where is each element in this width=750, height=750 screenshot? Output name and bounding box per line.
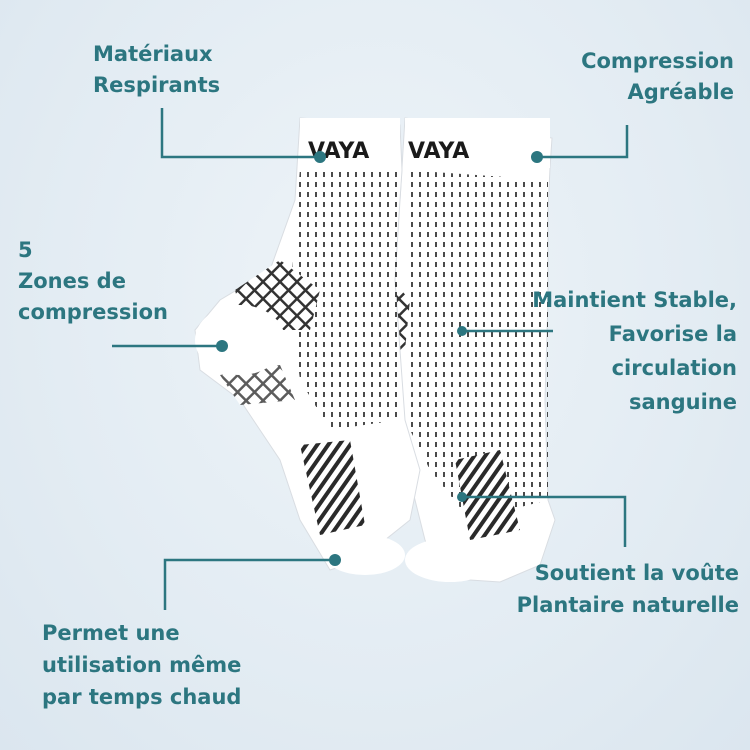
callout-top-left-line-2: Respirants [93,73,221,97]
callout-mid-left-line-2: Zones de [18,269,126,293]
callout-top-right-line-2: Agréable [627,80,734,104]
callout-mid-right: Maintient Stable, Favorise la circulatio… [532,283,737,419]
callout-lines [112,108,629,610]
callout-bottom-left: Permet une utilisation même par temps ch… [42,617,241,713]
leader-top-left [160,108,320,159]
dot-mid-right [457,326,467,336]
leader-bottom-left [163,558,335,610]
callout-bottom-left-line-1: Permet une [42,621,180,645]
callout-mid-right-line-1: Maintient Stable, [532,288,737,312]
callout-bottom-right: Soutient la voûte Plantaire naturelle [517,557,739,621]
callout-mid-right-line-2: Favorise la [608,322,737,346]
callout-mid-right-line-3: circulation [611,356,737,380]
callout-top-right-line-1: Compression [581,49,734,73]
callout-mid-left-line-1: 5 [18,238,33,262]
callout-dots [216,151,543,566]
callout-top-left: Matériaux Respirants [93,39,220,101]
sock-left: VAYA [194,117,421,575]
dot-top-right [531,151,543,163]
leader-top-right [537,125,629,159]
callout-bottom-right-line-1: Soutient la voûte [534,561,739,585]
callout-bottom-right-line-2: Plantaire naturelle [516,593,739,617]
dot-top-left [314,151,326,163]
callout-mid-right-line-4: sanguine [629,390,737,414]
callout-top-left-line-1: Matériaux [93,42,213,66]
dot-bottom-left [329,554,341,566]
callout-bottom-left-line-3: par temps chaud [42,685,242,709]
dot-bottom-right [457,492,467,502]
callout-bottom-left-line-2: utilisation même [42,653,242,677]
callout-mid-left-line-3: compression [18,300,168,324]
leader-bottom-right [462,495,627,547]
dot-mid-left [216,340,228,352]
callout-mid-left: 5 Zones de compression [18,235,168,328]
callout-top-right: Compression Agréable [581,46,734,108]
brand-logo-right: VAYA [408,139,469,164]
